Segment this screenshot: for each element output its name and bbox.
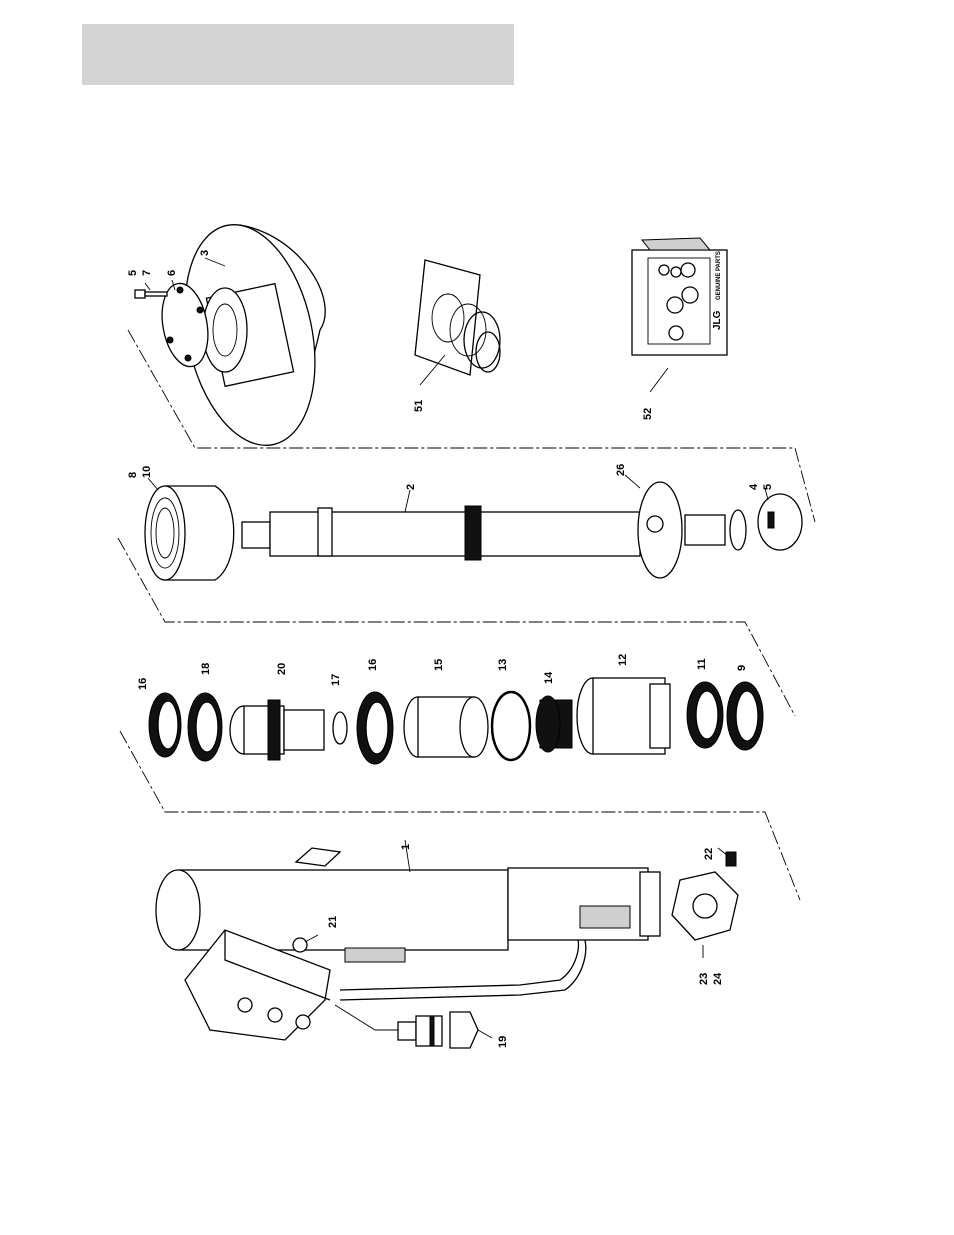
callout-14: 14 [543, 671, 555, 684]
callout-24: 24 [712, 972, 724, 985]
part-4-5-rod-eye [730, 494, 802, 550]
part-21-fitting [293, 938, 307, 952]
callout-17: 17 [330, 674, 342, 686]
part-51-seal-kit [415, 260, 500, 375]
part-5-7-bolt [135, 290, 167, 298]
part-8-10-nut [145, 486, 234, 580]
part-11-ring [687, 682, 723, 748]
callout-10: 10 [141, 466, 153, 478]
callout-16b: 16 [367, 659, 379, 671]
part-20-spacer [230, 700, 324, 760]
part-15-bushing [404, 697, 488, 757]
callout-5: 5 [127, 270, 139, 276]
part-9-ring [727, 682, 763, 750]
callout-52: 52 [642, 408, 654, 420]
callout-22: 22 [703, 848, 715, 860]
callout-15: 15 [433, 659, 445, 671]
callout-18: 18 [200, 663, 212, 675]
callout-7: 7 [141, 270, 153, 276]
callout-1: 1 [400, 844, 412, 850]
part-23-24-nut [672, 872, 738, 940]
callout-5b: 5 [762, 484, 774, 490]
part-22-setscrew [726, 852, 736, 866]
part-17-oring [333, 712, 347, 744]
callout-26: 26 [615, 464, 627, 476]
callout-19: 19 [497, 1036, 509, 1048]
part-12-piston [577, 678, 670, 754]
parts-box-logo: JLG [712, 310, 723, 330]
callout-12: 12 [617, 654, 629, 666]
part-16-wiper [149, 693, 181, 757]
part-19-cartridge-valve [398, 1012, 478, 1048]
callout-20: 20 [276, 663, 288, 675]
callout-21: 21 [327, 916, 339, 928]
part-2-rod [242, 482, 725, 578]
part-16b-seal [357, 692, 393, 764]
callout-13: 13 [497, 659, 509, 671]
callout-2: 2 [405, 484, 417, 490]
callout-8: 8 [127, 472, 139, 478]
callout-23: 23 [698, 973, 710, 985]
callout-4: 4 [748, 483, 760, 490]
callout-51: 51 [413, 400, 425, 412]
callout-9: 9 [736, 665, 748, 671]
callout-6: 6 [166, 270, 178, 276]
part-52-genuine-parts-box: GENUINE PARTS JLG [632, 238, 727, 355]
callout-11: 11 [696, 658, 708, 670]
part-14-seal [536, 696, 572, 752]
callout-16a: 16 [137, 678, 149, 690]
part-18-seal [188, 693, 222, 761]
callout-3: 3 [199, 250, 211, 256]
parts-box-label: GENUINE PARTS [716, 251, 722, 300]
part-13-oring [492, 692, 530, 760]
